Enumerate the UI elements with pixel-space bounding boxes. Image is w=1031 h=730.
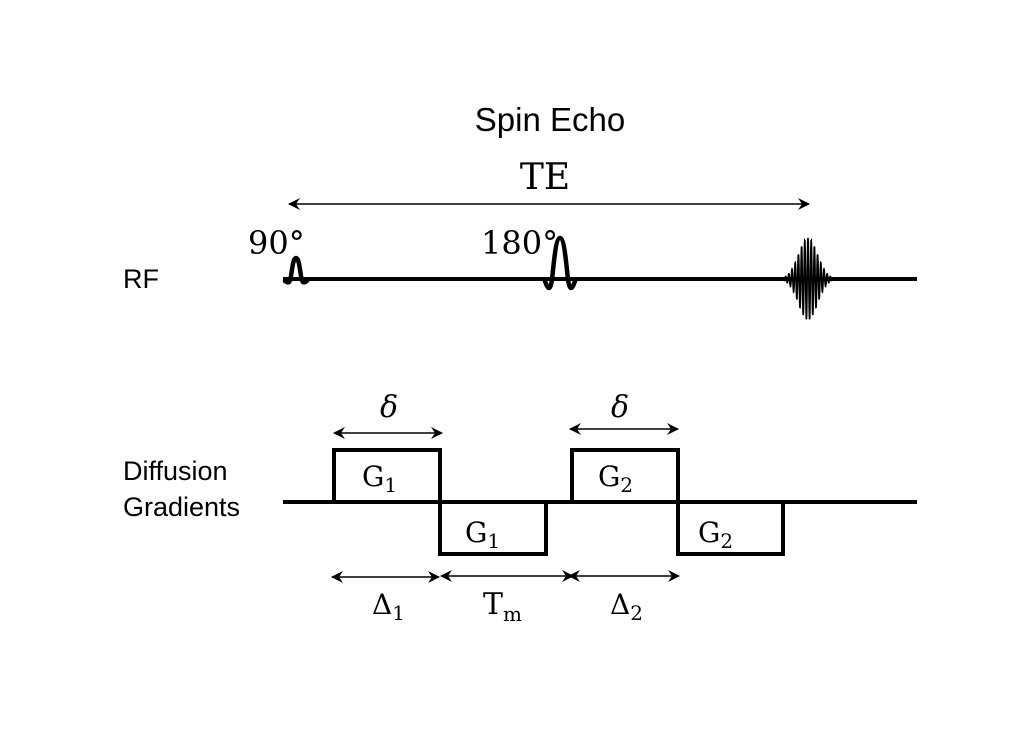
rf-pulse-90-label: 90° (248, 224, 305, 262)
diagram-title: Spin Echo (475, 101, 625, 138)
interval-label-tm: Tm (483, 587, 522, 626)
rf-echo-signal (783, 237, 833, 320)
rf-pulse-90 (282, 255, 310, 285)
gradient-lobe-label: G2 (598, 460, 633, 497)
gradient-lobe-g1-negative (438, 500, 548, 556)
gradient-lobe-g2-negative (676, 500, 785, 556)
gradient-lobe-label: G1 (362, 460, 397, 497)
gradient-row-label-line2: Gradients (123, 492, 240, 522)
gradient-lobe-label: G2 (698, 516, 733, 553)
interval-label-delta1: Δ1 (372, 588, 405, 625)
gradient-lobe-g2-positive (570, 448, 680, 504)
rf-pulse-180 (542, 235, 578, 291)
rf-pulse-180-label: 180° (481, 224, 558, 262)
gradient-lobe-label: G1 (465, 516, 500, 553)
delta-small-label-2: δ (611, 390, 629, 425)
gradient-row-label-line1: Diffusion (123, 456, 228, 486)
rf-row-label: RF (123, 264, 159, 294)
delta-small-label-1: δ (380, 390, 398, 425)
gradient-lobe-g1-positive (332, 448, 442, 504)
te-label: TE (520, 157, 570, 198)
interval-label-delta2: Δ2 (610, 588, 643, 625)
